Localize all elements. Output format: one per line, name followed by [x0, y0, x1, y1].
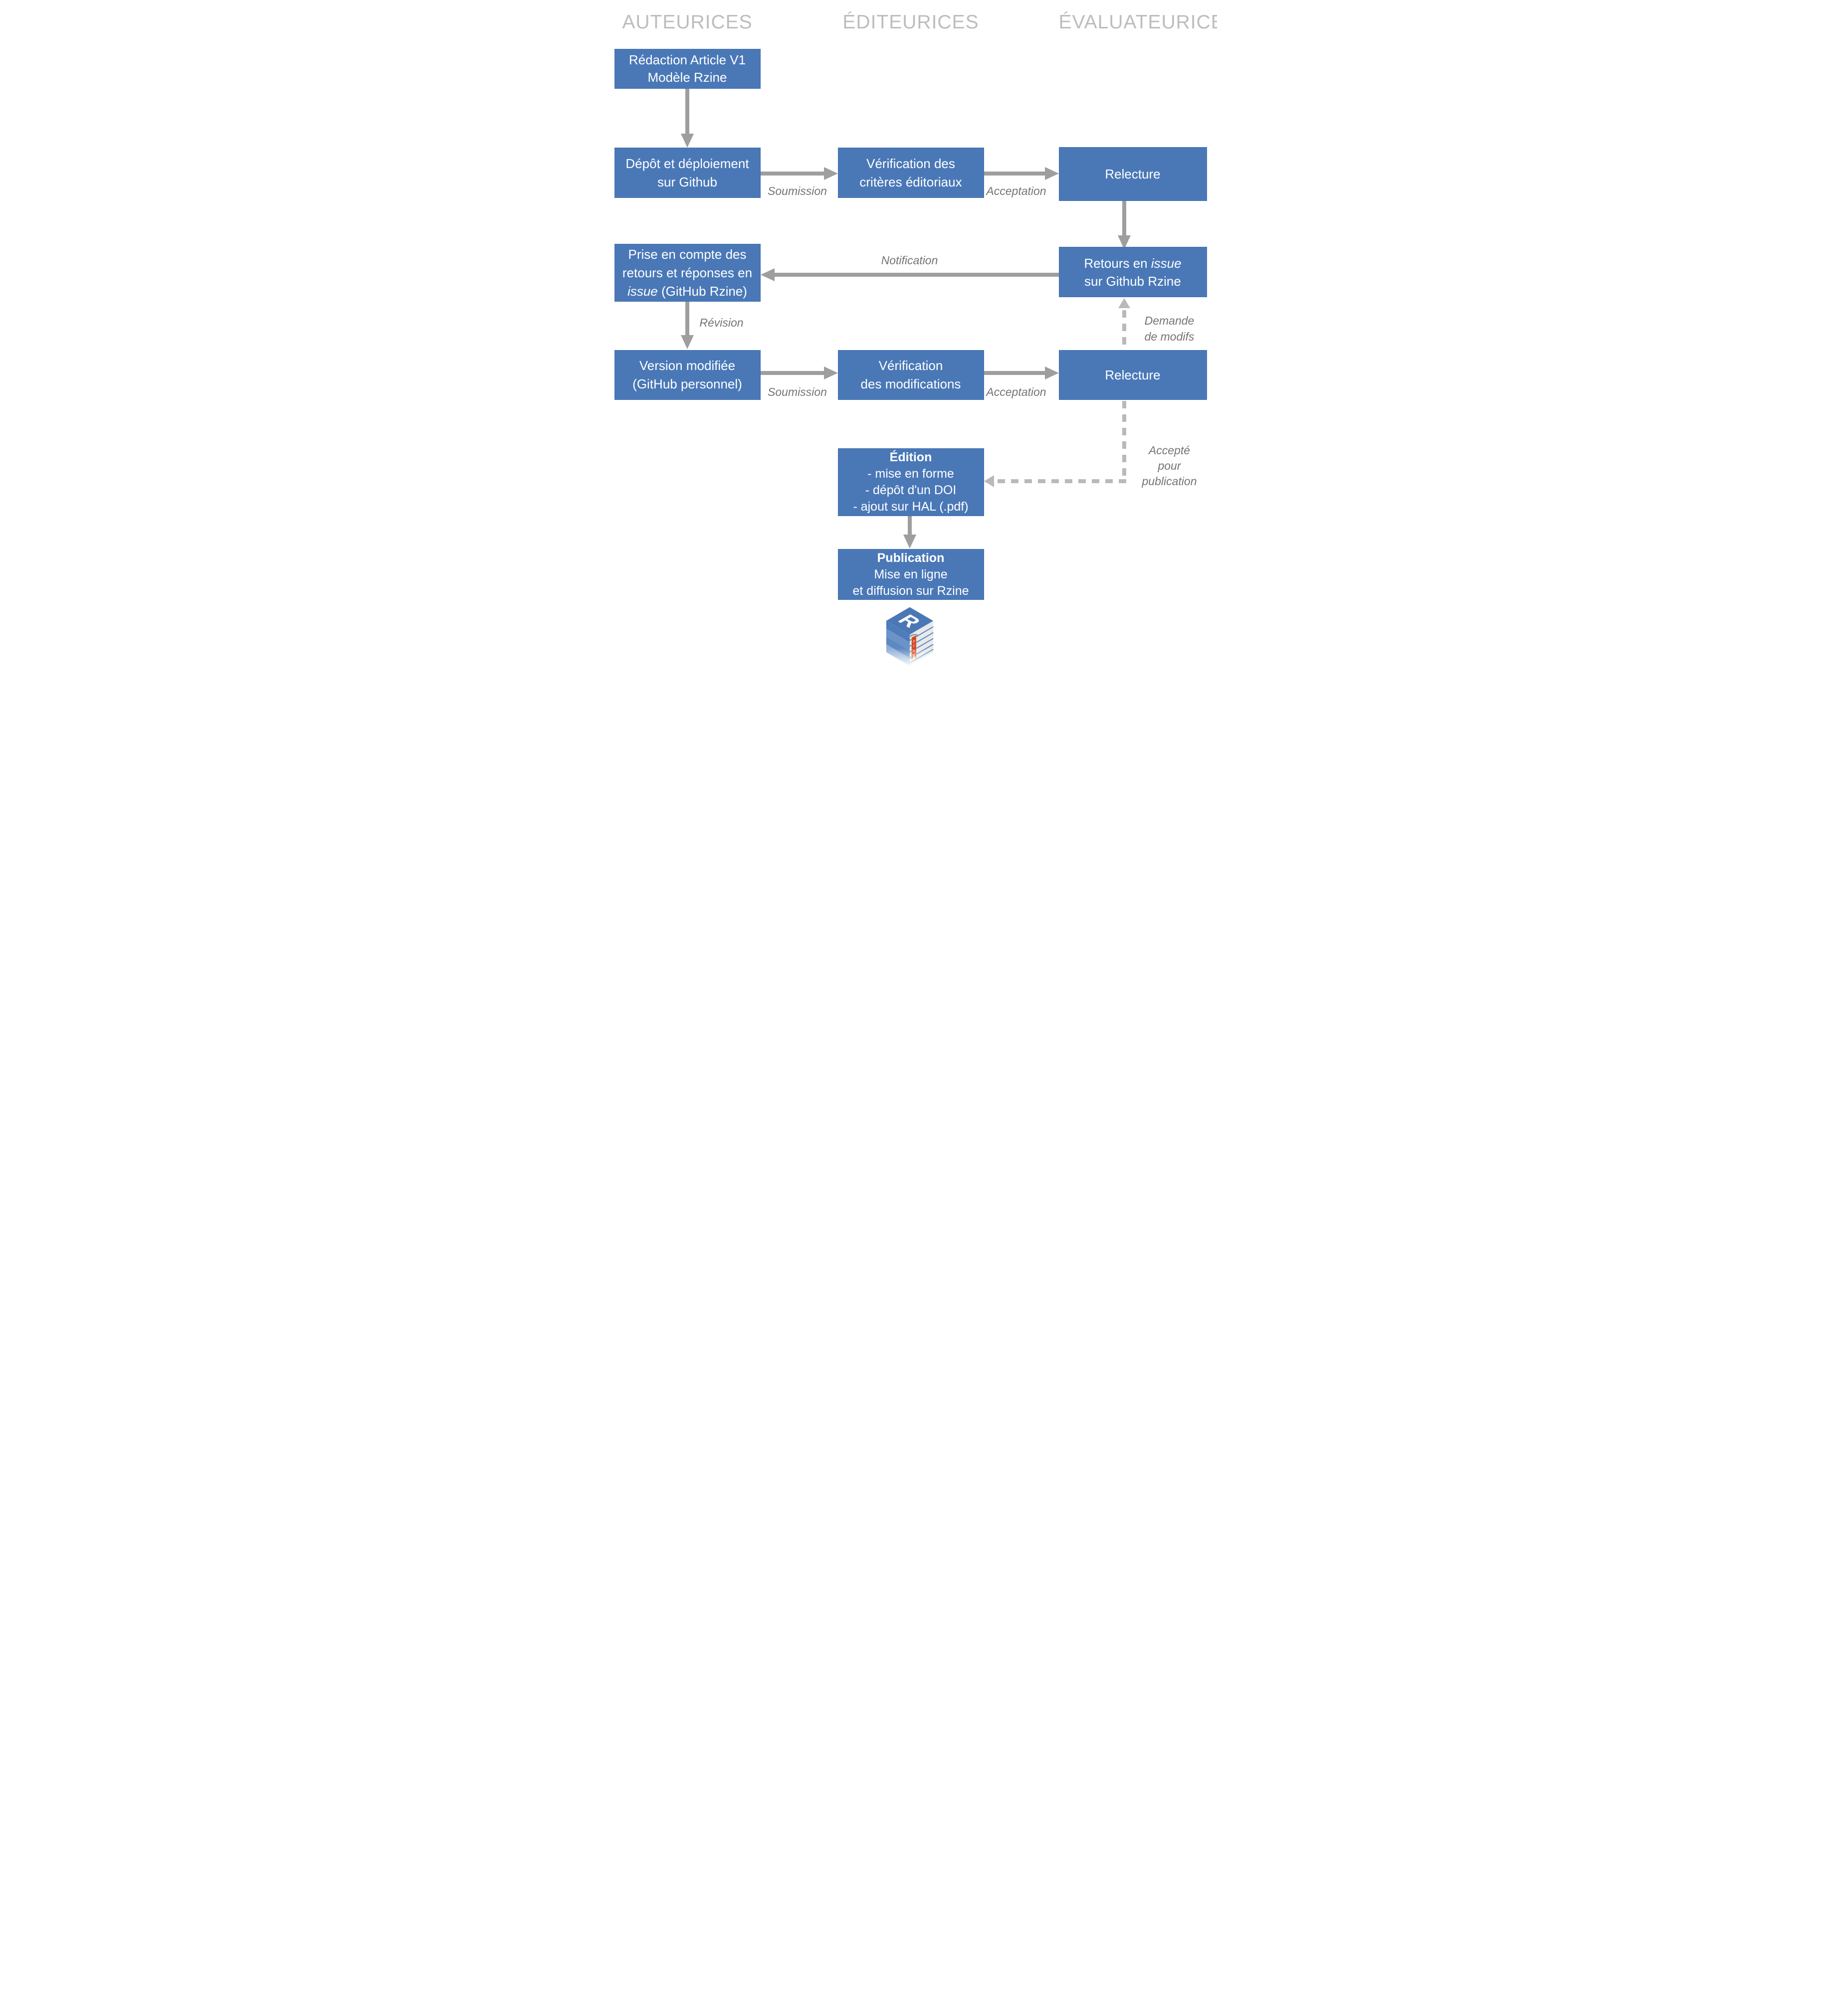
box-line: (GitHub personnel): [632, 376, 742, 391]
arrow-edition-to-publication: [907, 516, 912, 535]
arrowhead-down-icon: [680, 335, 694, 349]
box-line-italic: issue: [1151, 255, 1182, 271]
flow-box-relecture-1: Relecture: [1058, 147, 1207, 201]
arrowhead-down-icon: [680, 134, 694, 148]
flow-box-verification-modifications: Vérification des modifications: [837, 350, 984, 400]
box-line: sur Github Rzine: [1084, 273, 1181, 289]
label-line: publication: [1142, 475, 1197, 488]
label-line: Demande: [1144, 314, 1195, 327]
box-line: et diffusion sur Rzine: [852, 583, 969, 598]
label-line: de modifs: [1144, 330, 1195, 343]
label-revision: Révision: [699, 316, 744, 329]
rzine-workflow-diagram: AUTEURICES ÉDITEURICES ÉVALUATEURICES Ré…: [608, 0, 1217, 672]
box-line: - dépôt d'un DOI: [865, 483, 957, 497]
box-line: Retours en issue: [1084, 254, 1181, 272]
column-header-auteurices: AUTEURICES: [622, 11, 753, 33]
ribbon-letter: i: [913, 644, 914, 649]
box-line-rest: Retours en: [1084, 255, 1151, 271]
box-line: Version modifiée: [639, 358, 736, 373]
box-title: Publication: [877, 550, 945, 565]
arrowhead-right-icon: [823, 367, 838, 379]
arrow-acceptation-2: [984, 371, 1045, 375]
box-line: - mise en forme: [867, 467, 954, 481]
arrow-redaction-to-depot: [685, 89, 689, 134]
box-title: Édition: [889, 450, 932, 464]
rzine-logo-icon: R z i n e: [882, 607, 937, 668]
flow-box-prise-en-compte: Prise en compte des retours et réponses …: [614, 244, 761, 302]
label-acceptation-1: Acceptation: [986, 184, 1046, 197]
box-line: Prise en compte des: [628, 246, 747, 262]
arrow-relecture-to-retours: [1122, 201, 1126, 235]
box-line-rest: (GitHub Rzine): [657, 283, 747, 299]
arrow-acceptation-1: [984, 172, 1045, 176]
label-acceptation-2: Acceptation: [986, 385, 1046, 398]
flow-box-retours-issue: Retours en issue sur Github Rzine: [1058, 247, 1207, 297]
box-line: - ajout sur HAL (.pdf): [853, 500, 969, 514]
label-accepte-publication: Accepté pour publication: [1132, 443, 1207, 489]
dashed-arrowhead-left-icon: [984, 475, 994, 487]
column-header-editeurices: ÉDITEURICES: [842, 11, 979, 33]
box-line: Vérification: [878, 358, 943, 373]
box-line: des modifications: [860, 376, 961, 391]
flow-box-redaction-article: Rédaction Article V1 Modèle Rzine: [614, 49, 761, 89]
label-soumission-1: Soumission: [768, 184, 827, 197]
label-soumission-2: Soumission: [768, 385, 827, 398]
arrowhead-right-icon: [1044, 167, 1059, 180]
dashed-arrow-accepte-vertical: [1122, 401, 1126, 479]
dashed-arrow-accepte-horizontal: [993, 479, 1126, 483]
box-line-italic: issue: [627, 283, 658, 299]
flow-box-version-modifiee: Version modifiée (GitHub personnel): [614, 350, 761, 400]
arrow-notification: [774, 273, 1059, 277]
rzine-logo: R z i n e: [882, 606, 937, 668]
box-line: Modèle Rzine: [647, 70, 727, 85]
arrowhead-left-icon: [760, 268, 775, 281]
arrowhead-right-icon: [1044, 367, 1059, 379]
label-line: pour: [1158, 459, 1181, 472]
box-line: Mise en ligne: [874, 567, 948, 581]
label-notification: Notification: [881, 254, 938, 267]
box-line: critères éditoriaux: [859, 174, 962, 189]
box-line: retours et réponses en: [622, 265, 753, 280]
box-line: Vérification des: [866, 156, 955, 171]
box-line: Relecture: [1105, 367, 1161, 382]
box-line: Dépôt et déploiement: [625, 156, 749, 171]
arrow-revision: [685, 302, 689, 335]
dashed-arrow-demande-modifs: [1122, 310, 1126, 349]
ribbon-letter: z: [912, 639, 915, 644]
flow-box-verification-criteres: Vérification des critères éditoriaux: [837, 148, 984, 198]
column-header-evaluateurices: ÉVALUATEURICES: [1058, 11, 1217, 33]
box-line: issue (GitHub Rzine): [627, 282, 747, 301]
arrow-soumission-2: [760, 371, 824, 375]
flow-box-relecture-2: Relecture: [1058, 350, 1207, 400]
arrowhead-down-icon: [903, 535, 916, 549]
flow-box-publication: Publication Mise en ligne et diffusion s…: [837, 549, 984, 600]
dashed-arrowhead-up-icon: [1118, 298, 1130, 308]
label-line: Accepté: [1148, 444, 1191, 457]
label-demande-modifs: Demande de modifs: [1132, 313, 1207, 345]
arrowhead-right-icon: [823, 167, 838, 180]
box-line: sur Github: [657, 174, 717, 189]
flow-box-depot-github: Dépôt et déploiement sur Github: [614, 148, 761, 198]
flow-box-edition: Édition - mise en forme - dépôt d'un DOI…: [837, 448, 984, 516]
box-line: Rédaction Article V1: [628, 52, 746, 67]
box-line: Relecture: [1105, 166, 1161, 182]
arrow-soumission-1: [760, 172, 824, 176]
